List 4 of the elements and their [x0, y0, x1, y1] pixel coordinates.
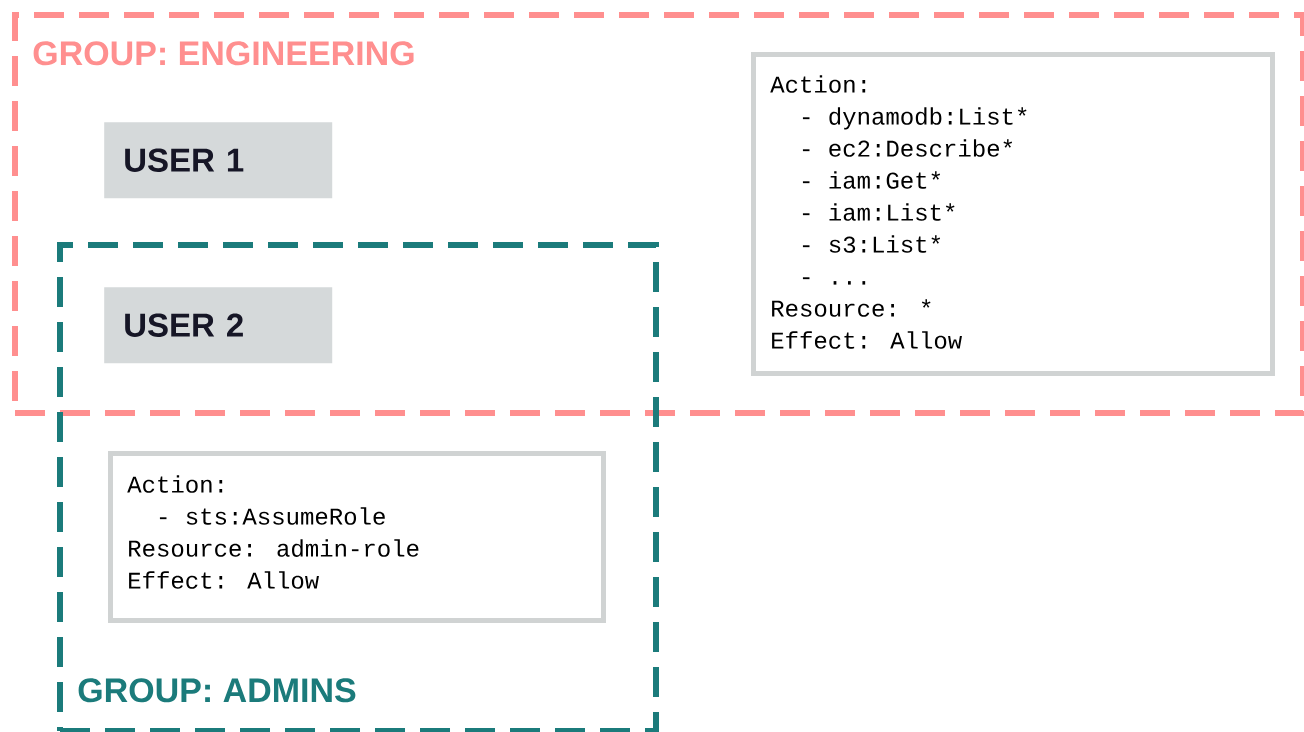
- policy-box: Action: - dynamodb:List* - ec2:Describe* - iam:Get* - iam:List* - s3:List* - ... Resource: * Effect: Allow: [751, 52, 1275, 376]
- user-box: USER 1: [104, 122, 333, 199]
- user-box: USER 2: [104, 287, 333, 364]
- policy-box: Action: - sts:AssumeRole Resource: admin-role Effect: Allow: [108, 451, 606, 623]
